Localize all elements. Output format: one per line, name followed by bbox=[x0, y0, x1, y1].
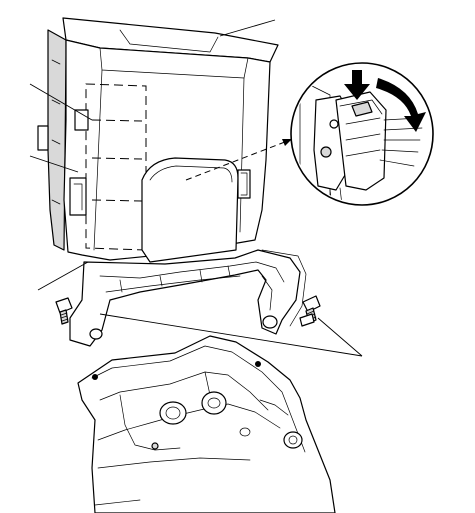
down-arrow-icon bbox=[344, 70, 370, 100]
floor-panel bbox=[77, 335, 336, 513]
connector-detail-inset bbox=[290, 62, 434, 206]
bolt-left bbox=[55, 297, 73, 325]
bolt-hole-marker bbox=[255, 361, 261, 367]
bolt-right bbox=[299, 295, 321, 327]
bolt-hole-marker bbox=[92, 374, 98, 380]
mounting-bracket bbox=[69, 249, 307, 347]
control-unit bbox=[37, 17, 279, 263]
curved-arrow-icon bbox=[376, 78, 426, 132]
leader-lines bbox=[29, 19, 363, 357]
pointer-arrowhead bbox=[282, 139, 292, 146]
